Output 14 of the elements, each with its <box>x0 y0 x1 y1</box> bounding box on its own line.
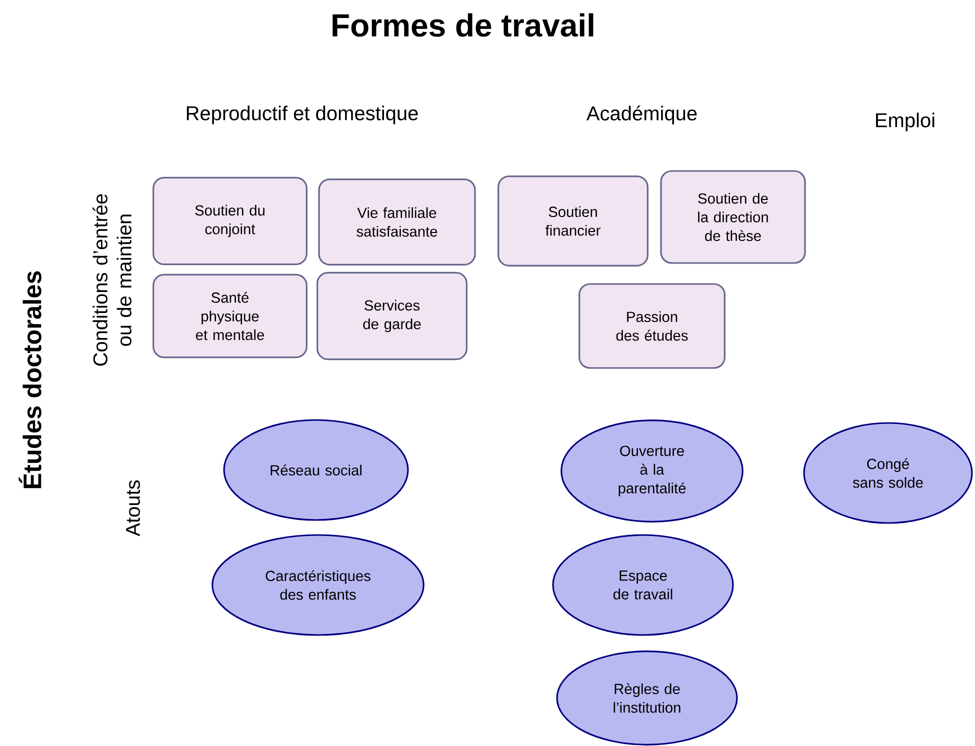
rounded-box: Passion des études <box>578 283 726 369</box>
column-heading: Reproductif et domestique <box>186 106 418 124</box>
rounded-box: Services de garde <box>316 272 468 360</box>
title: Formes de travail <box>332 13 594 37</box>
rounded-box: Soutien de la direction de thèse <box>660 170 806 264</box>
rounded-box: Vie familiale satisfaisante <box>318 178 476 266</box>
side-heading: Études doctorales <box>18 271 42 488</box>
row-heading: Atouts <box>126 480 140 536</box>
rounded-box: Soutien du conjoint <box>152 176 308 266</box>
column-heading: Emploi <box>876 112 934 132</box>
row-heading: Conditions d’entrée ou de maintien <box>92 194 132 366</box>
column-heading: Académique <box>586 106 697 124</box>
rounded-box: Santé physique et mentale <box>152 274 308 358</box>
rounded-box: Soutien financier <box>498 176 648 266</box>
